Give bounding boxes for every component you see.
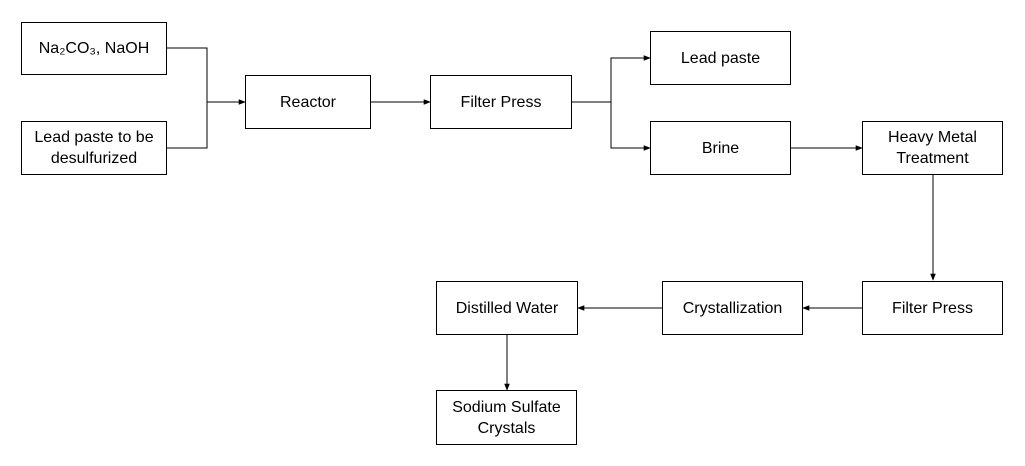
node-brine: Brine bbox=[650, 121, 791, 175]
node-reactor: Reactor bbox=[245, 75, 371, 129]
node-crystallization: Crystallization bbox=[662, 281, 803, 335]
node-distilled-water: Distilled Water bbox=[436, 281, 578, 335]
node-reagents: Na₂CO₃, NaOH bbox=[21, 22, 167, 75]
connector-lead-paste-input bbox=[167, 102, 208, 149]
node-filter-press-1: Filter Press bbox=[430, 75, 572, 129]
node-lead-paste-output: Lead paste bbox=[650, 31, 791, 85]
node-heavy-metal-treatment: Heavy Metal Treatment bbox=[862, 121, 1003, 175]
node-filter-press-2: Filter Press bbox=[862, 281, 1003, 335]
node-lead-paste-input: Lead paste to be desulfurized bbox=[21, 121, 167, 175]
connector-reagents bbox=[167, 47, 208, 102]
node-sodium-sulfate-crystals: Sodium Sulfate Crystals bbox=[436, 390, 577, 445]
arrow-to-brine bbox=[610, 102, 651, 151]
arrow-to-lead-paste bbox=[610, 55, 651, 102]
